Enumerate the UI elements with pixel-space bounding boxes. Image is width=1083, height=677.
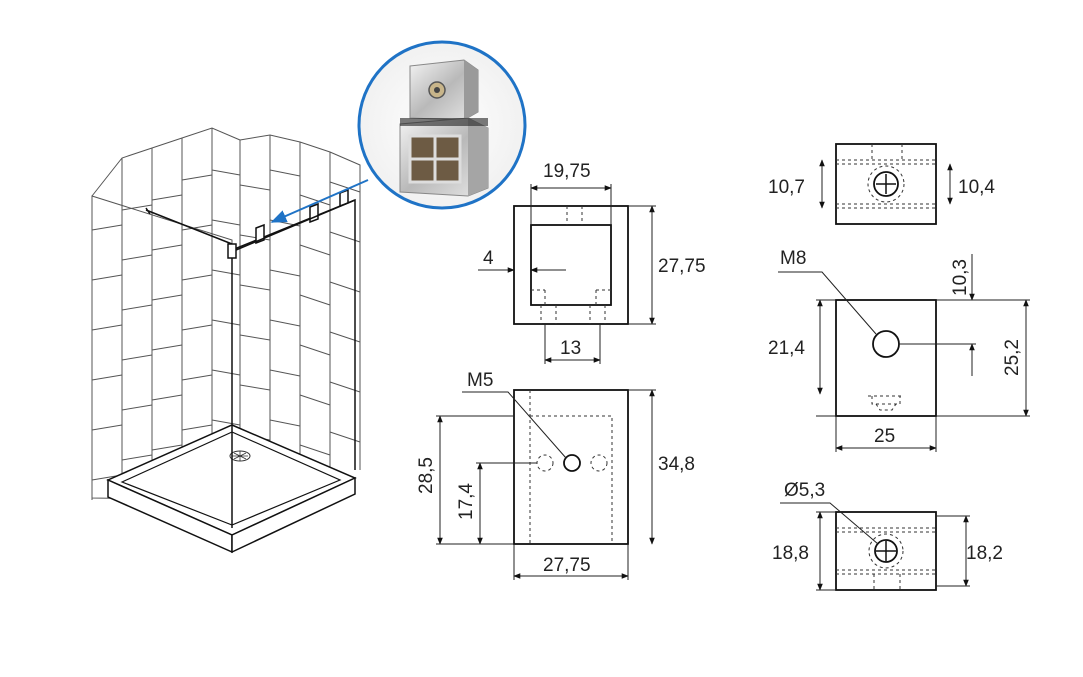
dim-front-gap: 4 (483, 248, 494, 269)
shower-enclosure-illustration (91, 127, 369, 554)
dim-top-right: 10,4 (958, 177, 995, 198)
glass-panel (145, 188, 356, 528)
top-view: 10,7 10,4 (768, 143, 995, 225)
dim-mid-width: 25 (874, 426, 895, 447)
dim-side-height: 28,5 (416, 457, 437, 494)
dim-side-width: 27,75 (543, 555, 591, 576)
dim-bottom-right: 18,2 (966, 543, 1003, 564)
left-tile-wall (91, 127, 241, 501)
dim-top-left: 10,7 (768, 177, 805, 198)
label-hole-diameter: Ø5,3 (784, 480, 825, 501)
right-tile-wall (239, 134, 361, 470)
hole-view: Ø5,3 18,8 18,2 (772, 480, 1003, 591)
dim-mid-left: 21,4 (768, 338, 805, 359)
thread-view: M8 10,3 21,4 25,2 25 (768, 248, 1030, 452)
dim-front-inner-width: 13 (560, 338, 581, 359)
dim-front-height: 27,75 (658, 256, 706, 277)
callout-arrow (270, 179, 369, 223)
dim-side-hole-height: 17,4 (456, 483, 477, 520)
bracket-photo-callout (357, 40, 527, 210)
label-m5: M5 (467, 370, 493, 391)
dim-side-total-height: 34,8 (658, 454, 695, 475)
dim-mid-right: 25,2 (1002, 339, 1023, 376)
dim-bottom-left: 18,8 (772, 543, 809, 564)
front-view: 19,75 4 27,75 13 (478, 161, 706, 364)
label-m8: M8 (780, 248, 806, 269)
dim-front-width: 19,75 (543, 161, 591, 182)
side-view: M5 28,5 17,4 34,8 27,75 (416, 370, 695, 580)
dim-thread-offset: 10,3 (950, 259, 971, 296)
